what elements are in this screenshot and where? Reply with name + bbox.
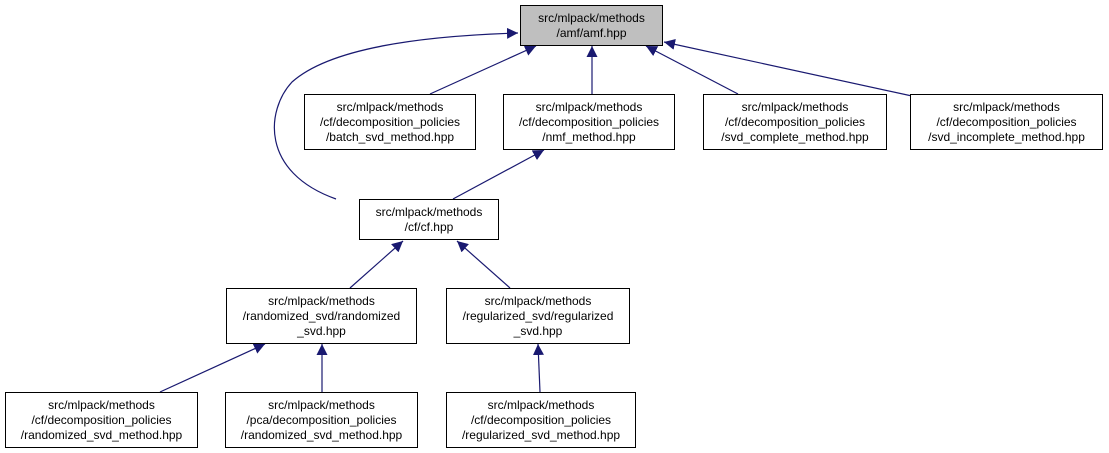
node-label-line: src/mlpack/methods <box>535 99 643 114</box>
edge-randomized-svd-to-cf <box>349 240 404 289</box>
node-label-line: src/mlpack/methods <box>336 99 444 114</box>
node-batch-svd-method-hpp[interactable]: src/mlpack/methods /cf/decomposition_pol… <box>304 94 476 150</box>
node-label-line: /pca/decomposition_policies <box>246 412 397 427</box>
node-label-line: /cf/decomposition_policies <box>319 114 461 129</box>
node-label-line: /svd_incomplete_method.hpp <box>928 129 1085 144</box>
node-amf-hpp: src/mlpack/methods /amf/amf.hpp <box>520 5 663 46</box>
node-label-line: /nmf_method.hpp <box>542 129 636 144</box>
node-label-line: src/mlpack/methods <box>741 99 849 114</box>
node-label-line: src/mlpack/methods <box>953 99 1060 114</box>
node-nmf-method-hpp[interactable]: src/mlpack/methods /cf/decomposition_pol… <box>503 94 675 150</box>
node-label-line: /svd_complete_method.hpp <box>721 129 869 144</box>
node-label-line: src/mlpack/methods <box>487 397 595 412</box>
edge-regularized-svd-to-cf <box>456 240 511 289</box>
node-label-line: /batch_svd_method.hpp <box>325 129 455 144</box>
edge-cf-to-amf <box>273 27 519 200</box>
node-label-line: /randomized_svd_method.hpp <box>20 427 183 442</box>
node-pca-randomized-svd-method-hpp[interactable]: src/mlpack/methods /pca/decomposition_po… <box>225 392 418 448</box>
node-label-line: /cf/decomposition_policies <box>518 114 660 129</box>
node-label-line: /cf/decomposition_policies <box>724 114 866 129</box>
node-label-line: _svd.hpp <box>513 323 563 338</box>
node-label-line: src/mlpack/methods <box>375 204 483 219</box>
edge-cf-randomized-method-to-randomized-svd <box>159 343 266 393</box>
node-label-line: /regularized_svd_method.hpp <box>461 427 621 442</box>
node-label-line: src/mlpack/methods <box>484 293 592 308</box>
node-label-line: /cf/decomposition_policies <box>470 412 612 427</box>
node-svd-complete-method-hpp[interactable]: src/mlpack/methods /cf/decomposition_pol… <box>703 94 887 150</box>
node-label-line: /cf/cf.hpp <box>404 219 454 234</box>
node-regularized-svd-hpp[interactable]: src/mlpack/methods /regularized_svd/regu… <box>446 288 630 344</box>
node-label-line: src/mlpack/methods <box>538 10 645 25</box>
node-cf-regularized-svd-method-hpp[interactable]: src/mlpack/methods /cf/decomposition_pol… <box>446 392 636 448</box>
edge-svd-incomplete-to-amf <box>663 38 913 97</box>
node-svd-incomplete-method-hpp[interactable]: src/mlpack/methods /cf/decomposition_pol… <box>910 94 1103 150</box>
node-label-line: _svd.hpp <box>297 323 346 338</box>
node-label-line: src/mlpack/methods <box>48 397 155 412</box>
node-label-line: /cf/decomposition_policies <box>936 114 1077 129</box>
node-label-line: src/mlpack/methods <box>268 397 375 412</box>
node-label-line: /randomized_svd_method.hpp <box>240 427 403 442</box>
node-cf-randomized-svd-method-hpp[interactable]: src/mlpack/methods /cf/decomposition_pol… <box>5 392 198 448</box>
node-randomized-svd-hpp[interactable]: src/mlpack/methods /randomized_svd/rando… <box>226 288 417 344</box>
edge-svd-complete-to-amf <box>645 45 739 95</box>
node-label-line: /cf/decomposition_policies <box>31 412 172 427</box>
node-label-line: /randomized_svd/randomized <box>242 308 401 323</box>
node-label-line: src/mlpack/methods <box>268 293 375 308</box>
edge-batch-svd-to-amf <box>429 45 537 95</box>
edge-cf-regularized-method-to-regularized-svd <box>532 343 544 393</box>
node-label-line: /amf/amf.hpp <box>556 25 627 40</box>
node-cf-hpp[interactable]: src/mlpack/methods /cf/cf.hpp <box>359 199 499 240</box>
node-label-line: /regularized_svd/regularized <box>462 308 614 323</box>
edge-cf-to-nmf <box>452 149 545 200</box>
